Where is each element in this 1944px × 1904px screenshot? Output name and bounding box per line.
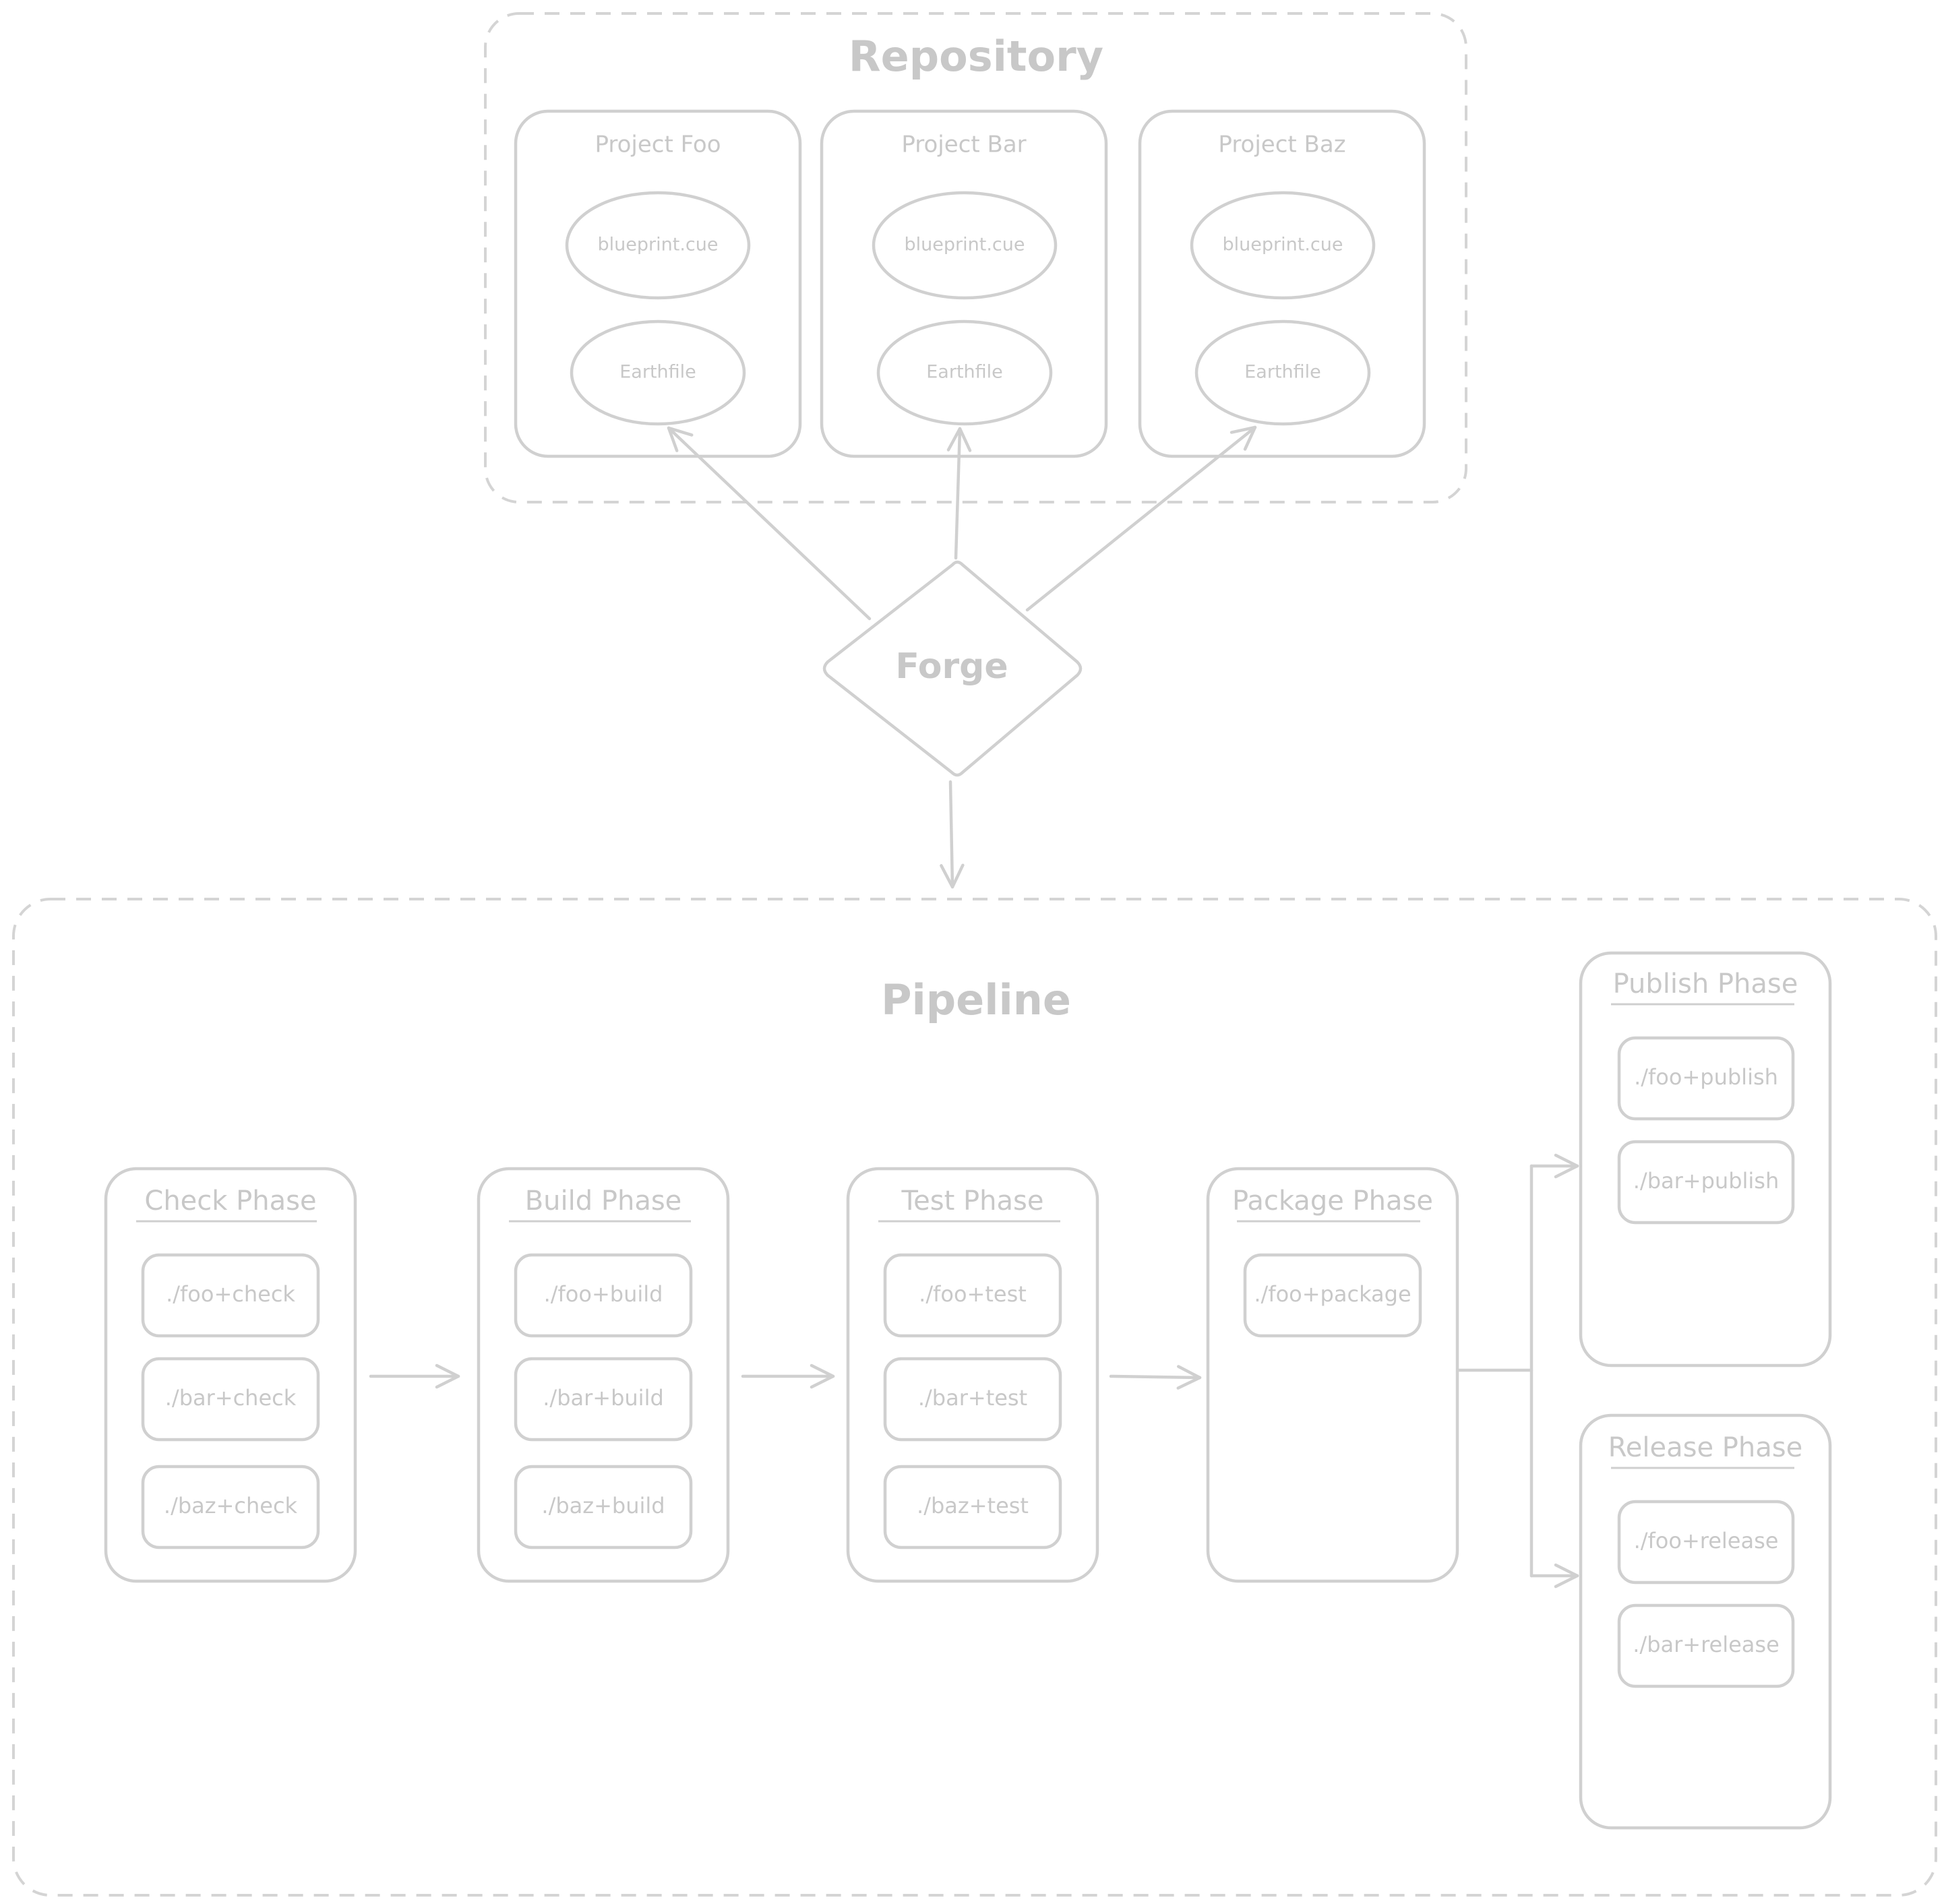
job-bar-publish <box>1617 1140 1795 1225</box>
publish-phase-title: Publish Phase <box>1613 969 1798 1000</box>
job-baz-test-label: ./baz+test <box>917 1493 1029 1518</box>
job-foo-publish-label: ./foo+publish <box>1634 1064 1778 1090</box>
job-bar-test-label: ./bar+test <box>918 1385 1027 1411</box>
project-bar: Project Bar blueprint.cue Earthfile <box>820 109 1108 458</box>
job-foo-test <box>883 1253 1062 1338</box>
arrow-forge-to-foo-earthfile <box>667 426 872 621</box>
project-foo-title: Project Foo <box>595 131 721 158</box>
project-baz-box <box>1138 109 1426 458</box>
test-phase-box <box>846 1167 1099 1583</box>
job-bar-build-label: ./bar+build <box>543 1385 664 1411</box>
job-foo-test-label: ./foo+test <box>919 1281 1027 1307</box>
job-bar-check <box>141 1357 320 1442</box>
arrow-forge-to-bar-earthfile <box>946 427 972 560</box>
job-baz-check <box>141 1465 320 1549</box>
release-phase-title: Release Phase <box>1608 1432 1802 1463</box>
forge-node: Forge <box>822 560 1083 777</box>
repository-frame <box>484 12 1467 503</box>
project-baz-blueprint-label: blueprint.cue <box>1223 235 1343 255</box>
job-foo-publish <box>1617 1036 1795 1121</box>
project-baz-blueprint-node <box>1190 191 1376 300</box>
job-foo-check-label: ./foo+check <box>166 1281 295 1307</box>
job-bar-test <box>883 1357 1062 1442</box>
project-bar-blueprint-node <box>872 191 1058 300</box>
build-phase-title: Build Phase <box>525 1186 682 1217</box>
package-phase-title: Package Phase <box>1232 1186 1433 1217</box>
check-phase-title: Check Phase <box>144 1186 316 1217</box>
project-bar-earthfile-label: Earthfile <box>926 362 1003 383</box>
project-foo-blueprint-label: blueprint.cue <box>598 235 719 255</box>
job-bar-release <box>1617 1603 1795 1688</box>
package-phase: Package Phase ./foo+package <box>1206 1167 1459 1583</box>
pipeline-title: Pipeline <box>881 975 1071 1024</box>
job-foo-check <box>141 1253 320 1338</box>
test-phase: Test Phase ./foo+test ./bar+test ./baz+t… <box>846 1167 1099 1583</box>
build-phase: Build Phase ./foo+build ./bar+build ./ba… <box>477 1167 730 1583</box>
project-bar-box <box>820 109 1108 458</box>
job-bar-publish-label: ./bar+publish <box>1633 1168 1779 1194</box>
release-phase: Release Phase ./foo+release ./bar+releas… <box>1579 1413 1832 1830</box>
job-bar-check-label: ./bar+check <box>165 1385 297 1411</box>
forge-diamond <box>822 560 1083 777</box>
release-phase-box <box>1579 1413 1832 1830</box>
project-foo: Project Foo blueprint.cue Earthfile <box>514 109 802 458</box>
pipeline-group: Pipeline Check Phase ./foo+check ./bar+c… <box>12 898 1937 1897</box>
forge-label: Forge <box>895 646 1008 687</box>
job-baz-build-label: ./baz+build <box>541 1493 665 1518</box>
package-phase-box <box>1206 1167 1459 1583</box>
job-baz-check-label: ./baz+check <box>164 1493 298 1518</box>
arrow-forge-to-pipeline <box>940 780 965 889</box>
arrow-test-to-package <box>1109 1365 1202 1390</box>
publish-phase: Publish Phase ./foo+publish ./bar+publis… <box>1579 951 1832 1368</box>
job-bar-build <box>514 1357 693 1442</box>
job-foo-package <box>1243 1253 1422 1338</box>
job-foo-release <box>1617 1500 1795 1585</box>
repository-title: Repository <box>849 32 1103 81</box>
project-baz-title: Project Baz <box>1218 131 1345 158</box>
arrow-forge-to-baz-earthfile <box>1025 425 1257 612</box>
test-phase-title: Test Phase <box>901 1186 1044 1217</box>
pipeline-frame <box>12 898 1937 1897</box>
project-baz-earthfile-node <box>1194 319 1371 426</box>
project-baz: Project Baz blueprint.cue Earthfile <box>1138 109 1426 458</box>
project-foo-earthfile-node <box>570 319 746 426</box>
project-bar-title: Project Bar <box>901 131 1026 158</box>
project-foo-blueprint-node <box>565 191 751 300</box>
job-foo-build-label: ./foo+build <box>544 1281 663 1307</box>
job-baz-build <box>514 1465 693 1549</box>
project-foo-earthfile-label: Earthfile <box>619 362 696 383</box>
check-phase-box <box>104 1167 357 1583</box>
project-baz-earthfile-label: Earthfile <box>1244 362 1321 383</box>
project-bar-earthfile-node <box>876 319 1053 426</box>
repository-group: Repository Project Foo blueprint.cue Ear… <box>484 12 1467 503</box>
publish-phase-box <box>1579 951 1832 1368</box>
project-foo-box <box>514 109 802 458</box>
job-foo-build <box>514 1253 693 1338</box>
check-phase: Check Phase ./foo+check ./bar+check ./ba… <box>104 1167 357 1583</box>
project-bar-blueprint-label: blueprint.cue <box>905 235 1025 255</box>
job-bar-release-label: ./bar+release <box>1633 1632 1780 1657</box>
job-baz-test <box>883 1465 1062 1549</box>
build-phase-box <box>477 1167 730 1583</box>
job-foo-release-label: ./foo+release <box>1634 1528 1779 1554</box>
job-foo-package-label: ./foo+package <box>1254 1281 1411 1307</box>
